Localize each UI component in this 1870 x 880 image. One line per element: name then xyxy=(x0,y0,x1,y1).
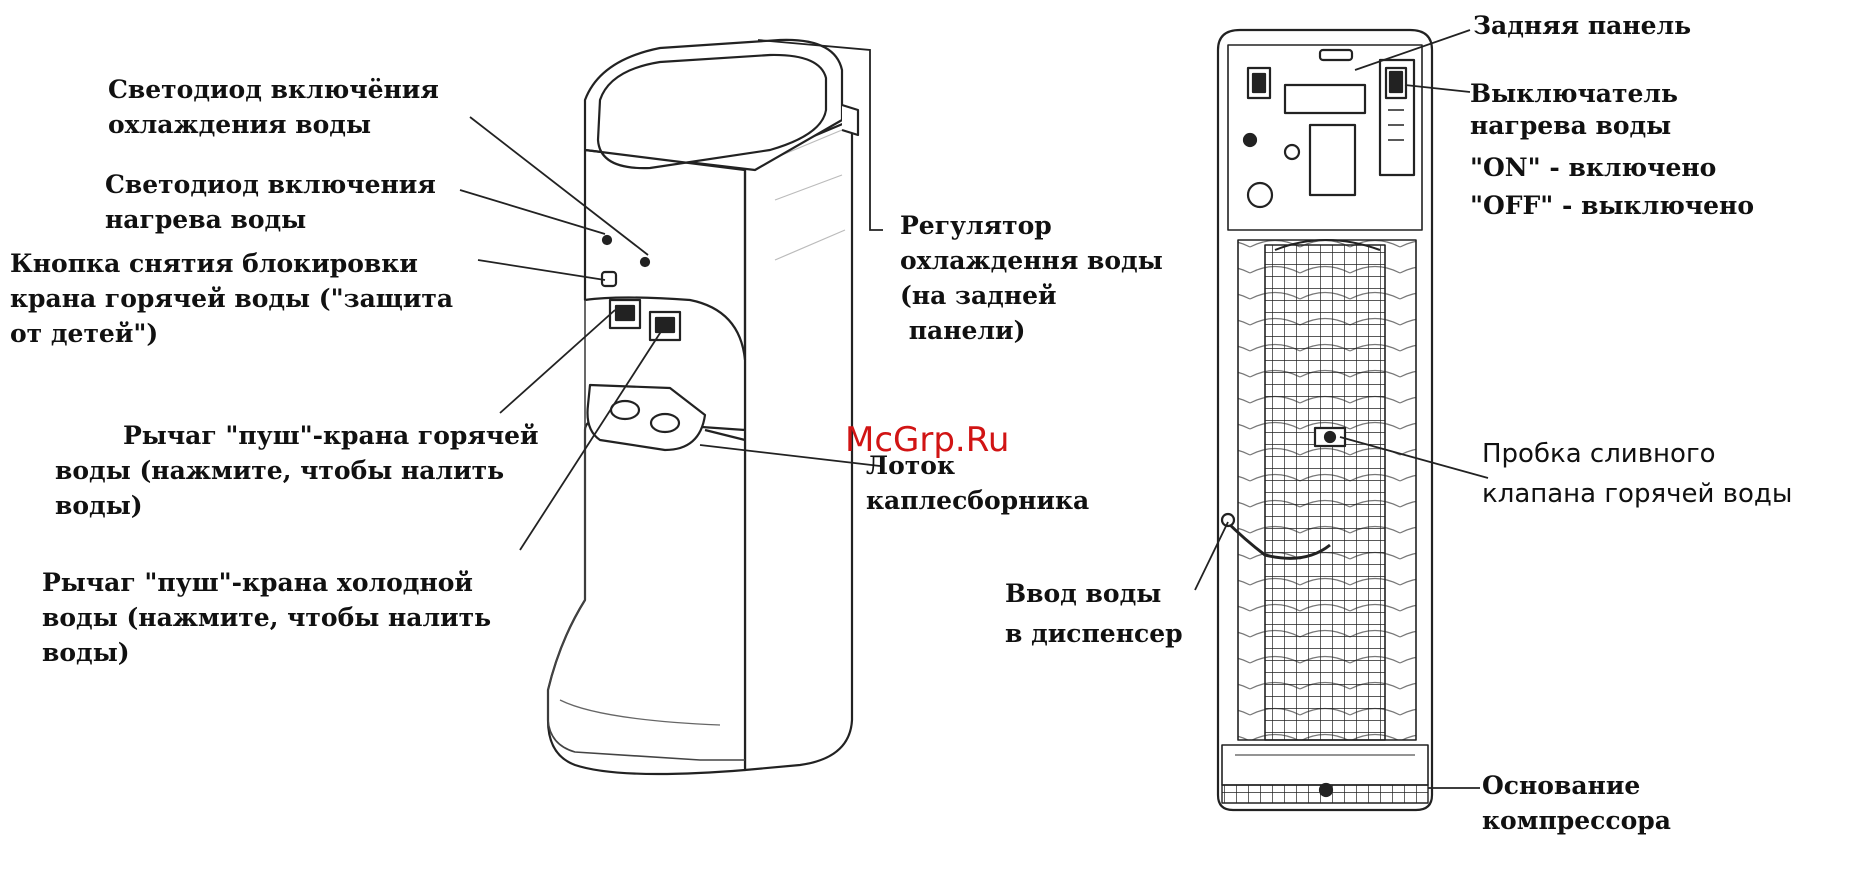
front-view xyxy=(546,38,860,776)
led-heating-dot xyxy=(601,234,613,246)
front-leaders xyxy=(459,39,883,551)
back-base xyxy=(1221,744,1429,786)
label-cold-lever: Рычаг "пуш"-крана холодной воды (нажмите… xyxy=(42,568,492,667)
label-compressor-base: Основание компрессора xyxy=(1482,771,1671,835)
label-led-heating: Светодиод включения нагрева воды xyxy=(105,170,436,234)
watermark: McGrp.Ru xyxy=(845,420,1010,460)
label-back-panel: Задняя панель xyxy=(1473,11,1692,40)
label-hot-lever: Рычаг "пуш"-крана горячей воды (нажмите,… xyxy=(55,421,539,520)
water-inlet-pipe xyxy=(1223,518,1331,560)
label-led-cooling: Светодиод включёния охлаждения воды xyxy=(108,75,439,139)
label-heating-switch: Выключатель нагрева воды "ON" - включено… xyxy=(1470,79,1755,220)
regulator-knob xyxy=(841,103,860,137)
back-view xyxy=(1216,28,1434,812)
label-water-inlet: Ввод воды в диспенсер xyxy=(1005,579,1183,648)
label-child-lock-button: Кнопка снятия блокировки крана горячей в… xyxy=(10,249,454,348)
back-leaders xyxy=(1194,29,1489,789)
label-cooling-regulator: Регулятор охлаждення воды (на задней пан… xyxy=(900,211,1163,345)
condenser-grid xyxy=(1264,244,1386,741)
dispensing-recess xyxy=(547,300,745,761)
label-drip-tray: Лоток каплесборника xyxy=(866,451,1090,515)
body-side xyxy=(743,118,854,772)
top-lid xyxy=(596,53,828,170)
label-drain-plug: Пробка сливного клапана горячей воды xyxy=(1482,439,1793,509)
led-cooling-dot xyxy=(639,256,651,268)
